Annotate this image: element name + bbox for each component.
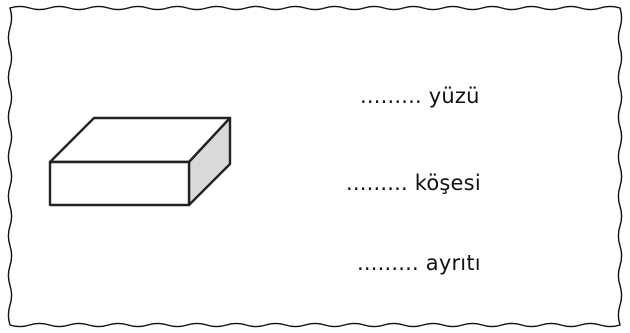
- vertex-label: ......... köşesi: [346, 171, 481, 195]
- face-label: ......... yüzü: [360, 84, 480, 108]
- rectangular-prism-icon: [48, 116, 232, 207]
- edge-label: ......... ayrıtı: [357, 251, 481, 275]
